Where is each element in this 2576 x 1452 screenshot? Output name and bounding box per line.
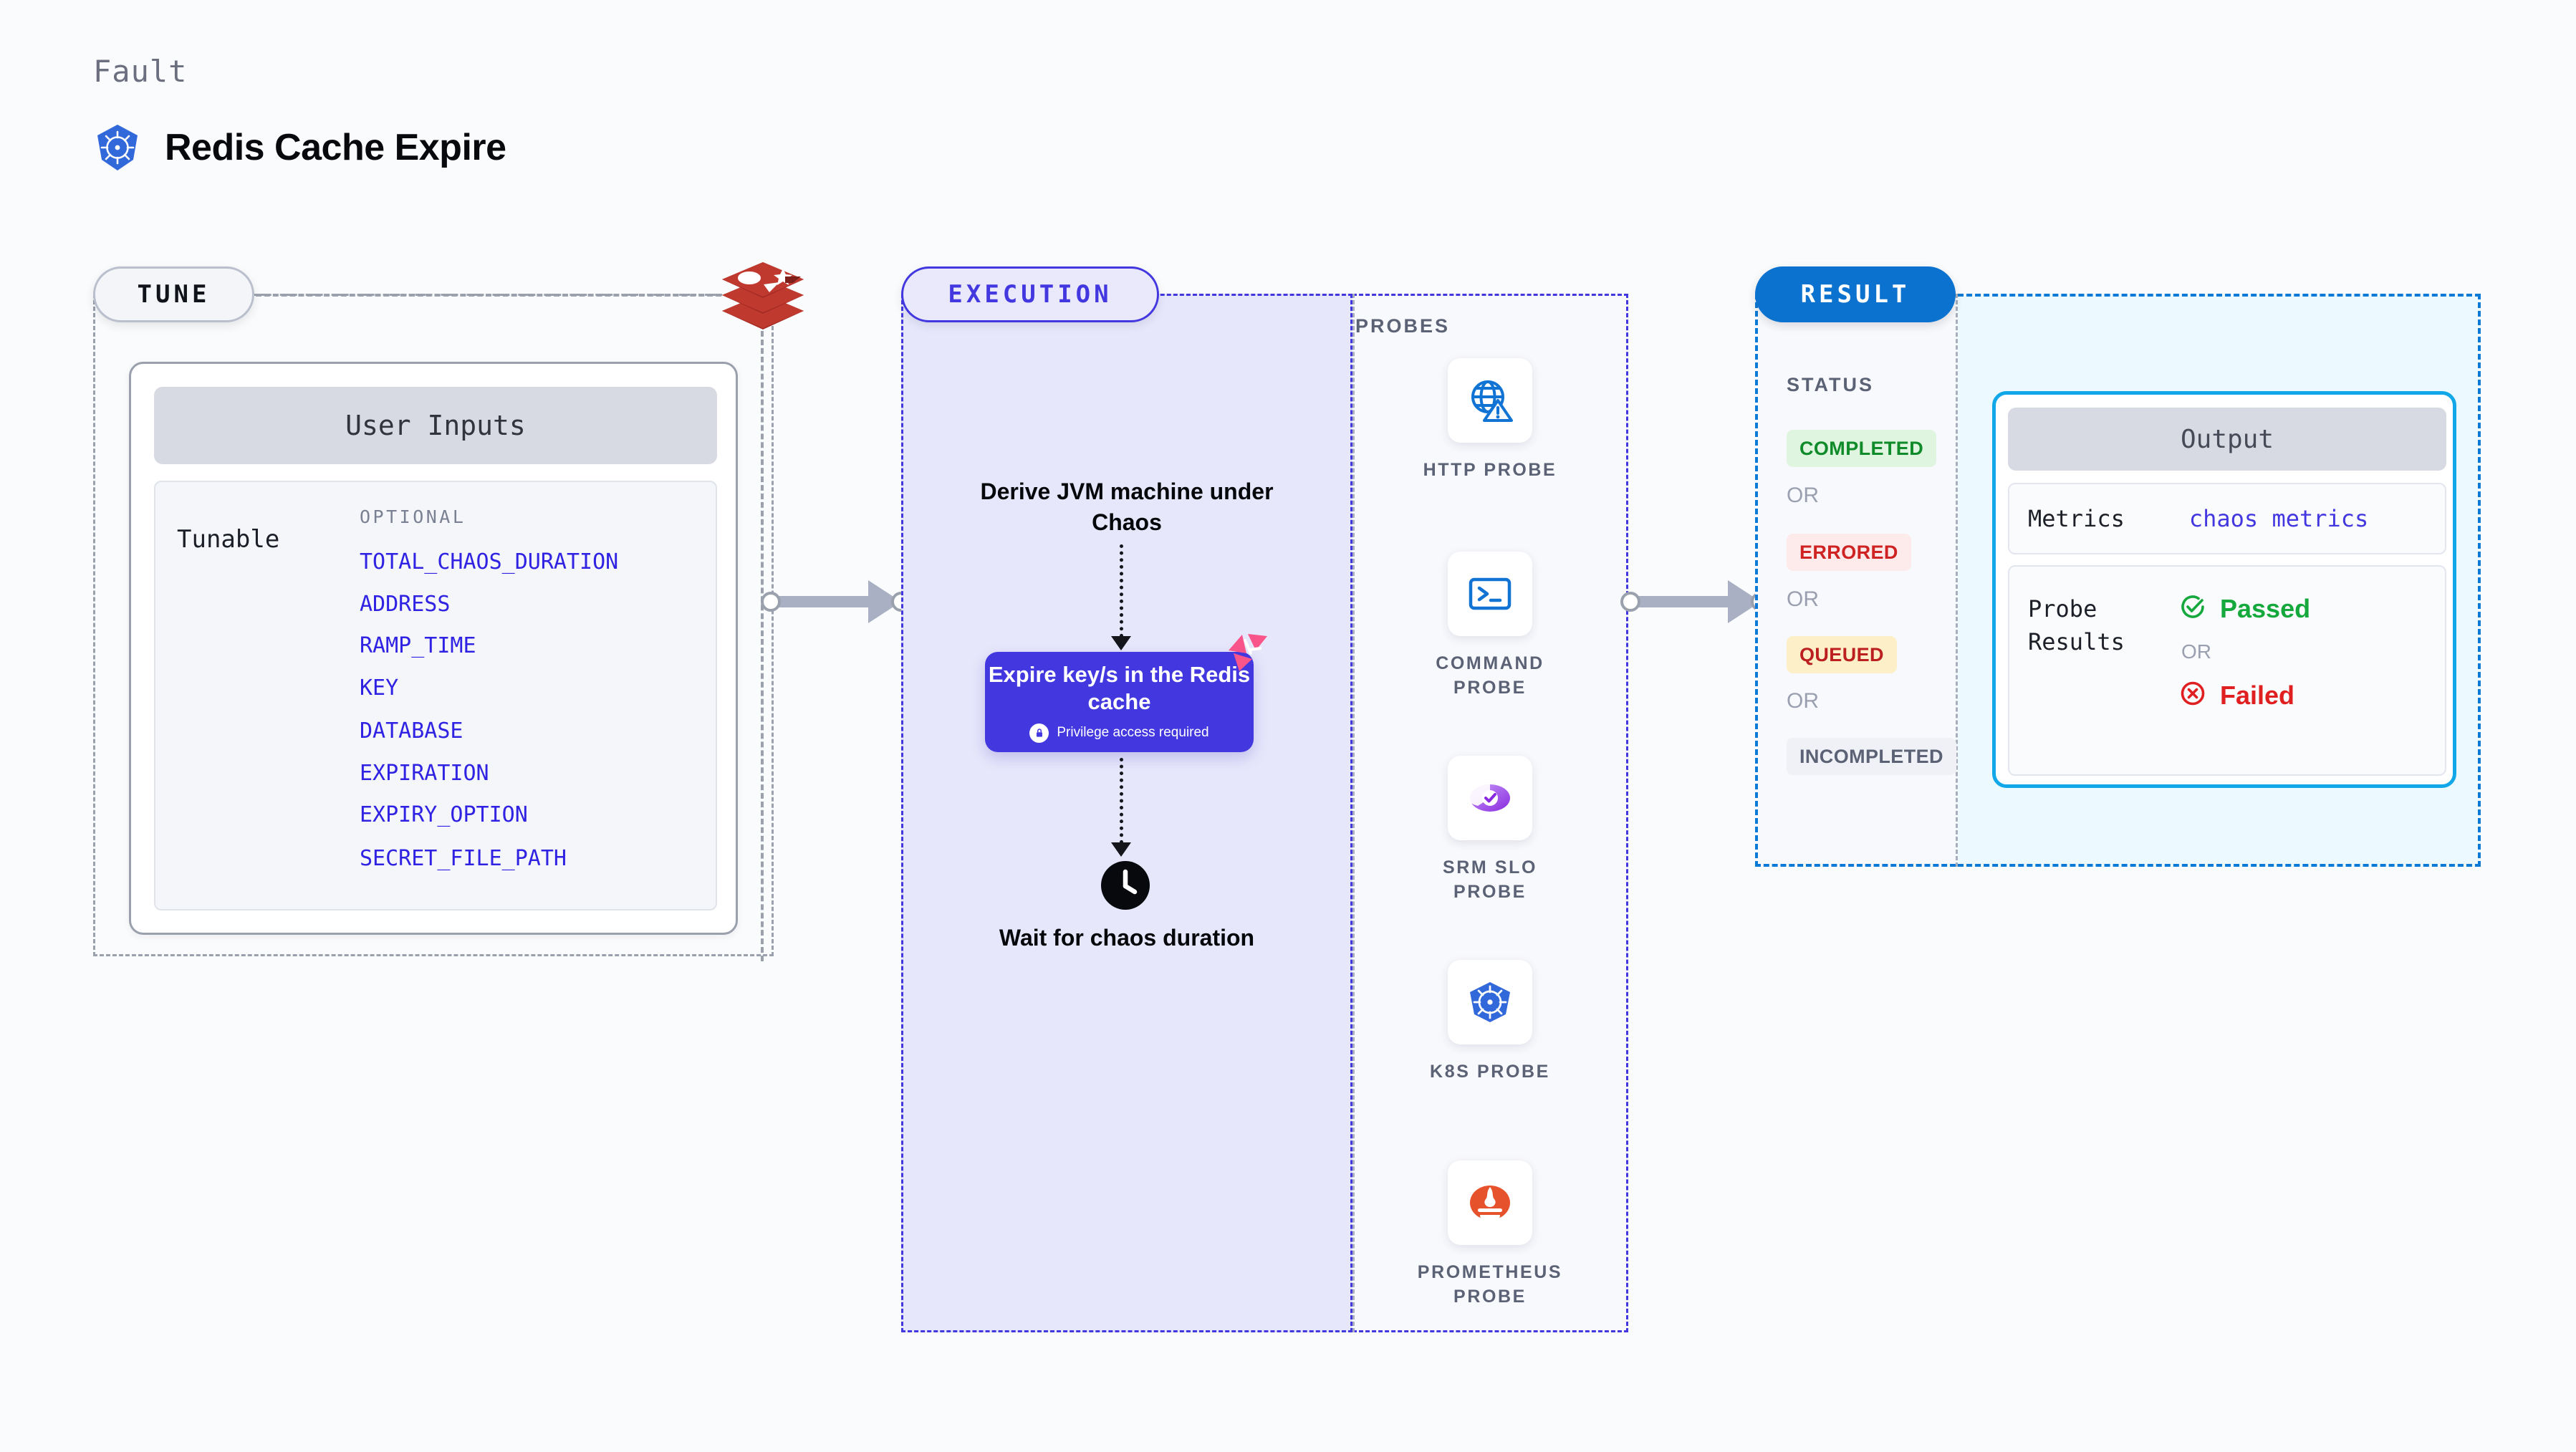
status-badge: INCOMPLETED [1787, 738, 1956, 775]
probe-label: K8S PROBE [1430, 1062, 1550, 1082]
execution-action-card[interactable]: Expire key/s in the Redis cache Privileg… [985, 652, 1254, 752]
probe-results-label: Probe Results [2028, 595, 2125, 656]
check-circle-icon [2178, 592, 2207, 625]
status-or-label: OR [1787, 587, 1819, 611]
clock-icon [1100, 860, 1151, 911]
status-badge: COMPLETED [1787, 430, 1937, 467]
tunable-item[interactable]: SECRET_FILE_PATH [360, 845, 567, 871]
probe-results-values: Passed OR Failed [2171, 592, 2445, 774]
probe-label: COMMAND PROBE [1436, 653, 1544, 698]
tunable-item[interactable]: RAMP_TIME [360, 633, 476, 658]
output-title: Output [2008, 408, 2446, 471]
tunable-item[interactable]: DATABASE [360, 718, 463, 744]
execution-arrowhead-1 [1111, 636, 1131, 650]
result-pill[interactable]: RESULT [1755, 266, 1956, 322]
probe-item[interactable]: PROMETHEUS PROBE [1418, 1160, 1562, 1309]
optional-column: OPTIONAL TOTAL_CHAOS_DURATION ADDRESS RA… [360, 506, 716, 909]
metrics-value[interactable]: chaos metrics [2188, 505, 2369, 532]
page-title: Redis Cache Expire [165, 127, 506, 168]
status-badge: QUEUED [1787, 636, 1897, 673]
tunable-item[interactable]: KEY [360, 675, 399, 701]
prometheus-icon [1448, 1160, 1532, 1245]
privilege-note-label: Privilege access required [1057, 725, 1209, 741]
kubernetes-icon [93, 123, 142, 172]
metrics-label: Metrics [2028, 505, 2125, 532]
action-card-title: Expire key/s in the Redis cache [988, 662, 1251, 714]
probe-label: HTTP PROBE [1423, 460, 1557, 480]
user-inputs-card: User Inputs Tunable OPTIONAL TOTAL_CHAOS… [129, 362, 738, 935]
page-title-row: Redis Cache Expire [93, 123, 506, 172]
execution-pill[interactable]: EXECUTION [901, 266, 1159, 322]
srm-slo-gauge-icon [1448, 756, 1532, 840]
tunable-item[interactable]: ADDRESS [360, 591, 451, 617]
execution-step-1-label: Derive JVM machine under Chaos [980, 479, 1274, 535]
tunable-item[interactable]: TOTAL_CHAOS_DURATION [360, 549, 619, 574]
x-circle-icon [2178, 679, 2207, 711]
lock-icon [1029, 723, 1049, 743]
tunable-item[interactable]: EXPIRATION [360, 760, 489, 786]
user-inputs-title: User Inputs [154, 387, 717, 464]
harness-pinwheel-icon [1226, 632, 1269, 673]
tune-connector-line [256, 294, 721, 297]
arrow-execution-to-result [1620, 580, 1771, 623]
kubernetes-icon [1448, 960, 1532, 1044]
probe-item[interactable]: COMMAND PROBE [1418, 552, 1562, 701]
status-or-label: OR [1787, 484, 1819, 507]
passed-label: Passed [2220, 593, 2311, 623]
redis-connector-line [761, 331, 764, 961]
page-eyebrow: Fault [93, 54, 188, 89]
probe-results-row: Probe Results Passed OR [2008, 565, 2446, 776]
probe-results-or-label: OR [2181, 640, 2211, 663]
status-divider [1956, 294, 1958, 867]
tunable-group-label: Tunable [177, 525, 280, 554]
execution-connector-2 [1120, 758, 1123, 844]
redis-logo-icon [716, 251, 809, 340]
status-title: STATUS [1787, 374, 1874, 395]
execution-connector-1 [1120, 544, 1123, 638]
probe-result-failed: Failed [2178, 679, 2445, 711]
failed-label: Failed [2220, 680, 2295, 710]
execution-step-2-label: Wait for chaos duration [999, 925, 1255, 951]
privilege-note: Privilege access required [1029, 723, 1209, 743]
globe-warning-icon [1448, 358, 1532, 443]
execution-arrowhead-2 [1111, 842, 1131, 857]
probe-label: SRM SLO PROBE [1442, 857, 1538, 902]
probe-result-passed: Passed [2178, 592, 2445, 625]
probes-divider [1352, 294, 1355, 1332]
execution-region [901, 294, 1352, 1332]
tunable-item[interactable]: EXPIRY_OPTION [360, 802, 528, 827]
probe-item[interactable]: SRM SLO PROBE [1418, 756, 1562, 905]
terminal-icon [1448, 552, 1532, 636]
arrow-tune-to-execution [761, 580, 911, 623]
probe-item[interactable]: K8S PROBE [1418, 960, 1562, 1085]
status-badge: ERRORED [1787, 534, 1911, 571]
optional-header: OPTIONAL [360, 506, 466, 527]
probe-item[interactable]: HTTP PROBE [1418, 358, 1562, 483]
probe-label: PROMETHEUS PROBE [1417, 1262, 1563, 1307]
status-or-label: OR [1787, 689, 1819, 713]
tune-pill[interactable]: TUNE [93, 266, 254, 322]
output-card: Output Metrics chaos metrics Probe Resul… [1992, 391, 2456, 788]
probes-title: PROBES [1355, 315, 1451, 337]
metrics-row: Metrics chaos metrics [2008, 483, 2446, 554]
tunable-body: Tunable OPTIONAL TOTAL_CHAOS_DURATION AD… [154, 481, 717, 910]
